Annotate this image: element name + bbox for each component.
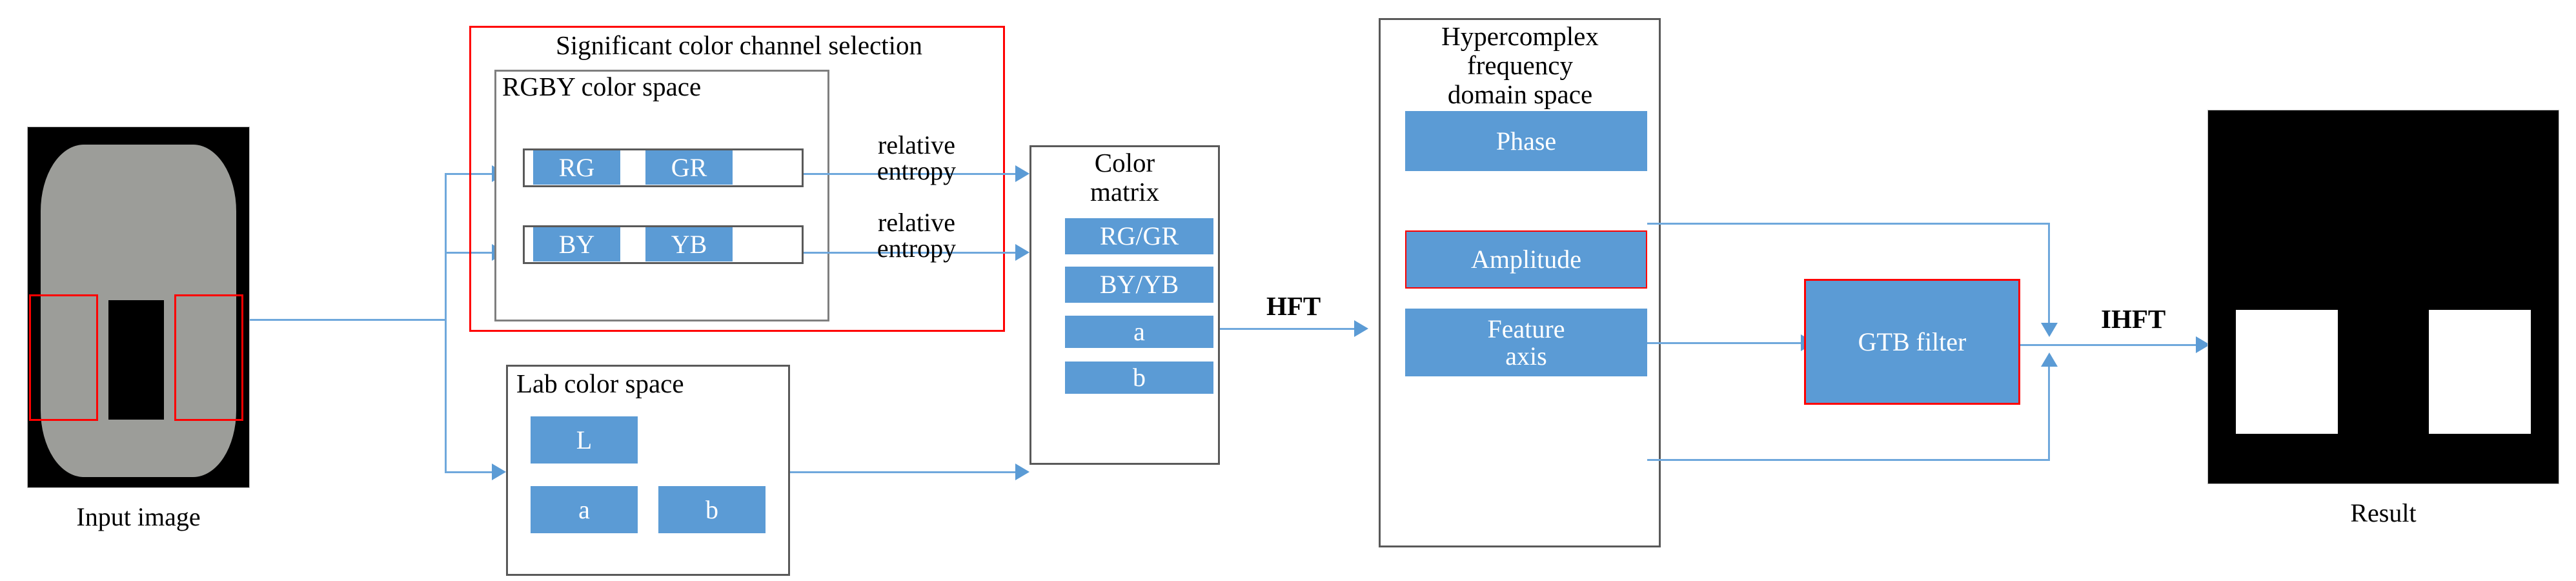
edge-rgby-row2-to-colormatrix (804, 252, 1017, 254)
edge-phase-down-to-merge (2048, 223, 2050, 326)
significant-panel-title: Significant color channel selection (555, 30, 923, 60)
chip-amplitude[interactable]: Amplitude (1405, 230, 1647, 289)
edge-phase-out (1647, 223, 2050, 225)
result-image (2207, 110, 2559, 484)
rgby-panel-title: RGBY color space (502, 72, 702, 101)
hft-label: HFT (1266, 291, 1321, 321)
relative-entropy-label-1: relative entropy (877, 130, 957, 185)
edge-trunk-to-rgby-row2 (445, 252, 493, 254)
gtb-filter-label: GTB filter (1858, 327, 1967, 356)
arrow-colormatrix-in-3 (1015, 464, 1029, 480)
edge-lab-to-colormatrix (790, 471, 1017, 473)
edge-amplitude-to-gtb (1647, 342, 1802, 344)
arrow-result-in (2196, 336, 2210, 353)
chip-cm-b[interactable]: b (1065, 362, 1213, 394)
hypercomplex-panel-title: Hypercomplex frequency domain space (1441, 21, 1599, 110)
color-matrix-title: Color matrix (1090, 148, 1160, 207)
input-image-black-square (108, 300, 165, 420)
arrow-colormatrix-in-1 (1015, 165, 1029, 182)
chip-by[interactable]: BY (533, 227, 620, 261)
edge-rgby-row1-to-colormatrix (804, 173, 1017, 175)
rgby-color-space-panel (494, 70, 829, 321)
edge-merge-to-result (2048, 344, 2209, 346)
chip-lab-a[interactable]: a (531, 486, 638, 533)
lab-color-space-panel (506, 365, 790, 576)
arrow-merge-from-top (2041, 323, 2058, 337)
edge-colormatrix-to-hyper (1220, 328, 1355, 330)
input-image-selection-left (29, 294, 98, 422)
significant-color-channel-selection-panel (469, 26, 1005, 332)
input-image-caption: Input image (76, 502, 201, 531)
edge-feature-up-to-merge (2048, 365, 2050, 460)
arrow-into-lab (492, 464, 506, 480)
arrow-merge-from-bottom (2041, 352, 2058, 367)
chip-lab-b[interactable]: b (658, 486, 766, 533)
input-image-frame (27, 127, 250, 488)
edge-trunk-vertical (445, 173, 447, 473)
input-image (27, 127, 250, 488)
chip-phase[interactable]: Phase (1405, 111, 1647, 171)
input-image-selection-right (174, 294, 243, 422)
lab-panel-title: Lab color space (516, 369, 684, 398)
chip-gr[interactable]: GR (645, 150, 733, 185)
edge-trunk-to-rgby-row1 (445, 173, 493, 175)
edge-input-trunk (250, 319, 447, 321)
chip-lab-l[interactable]: L (531, 416, 638, 464)
result-white-box-right (2429, 310, 2531, 434)
ihft-label: IHFT (2101, 304, 2166, 334)
result-white-box-left (2235, 310, 2338, 434)
chip-rg-gr[interactable]: RG/GR (1065, 218, 1213, 254)
result-image-caption: Result (2350, 498, 2417, 527)
color-matrix-panel (1029, 145, 1220, 465)
relative-entropy-label-2: relative entropy (877, 208, 957, 263)
edge-feature-axis-out (1647, 459, 2050, 461)
chip-yb[interactable]: YB (645, 227, 733, 261)
gtb-filter-box[interactable]: GTB filter (1804, 279, 2020, 405)
arrow-colormatrix-in-2 (1015, 244, 1029, 261)
chip-feature-axis[interactable]: Feature axis (1405, 309, 1647, 376)
chip-rg[interactable]: RG (533, 150, 620, 185)
chip-by-yb[interactable]: BY/YB (1065, 267, 1213, 303)
result-image-frame (2207, 110, 2559, 484)
arrow-hyper-in (1354, 320, 1368, 337)
chip-cm-a[interactable]: a (1065, 316, 1213, 348)
edge-trunk-to-lab (445, 471, 493, 473)
